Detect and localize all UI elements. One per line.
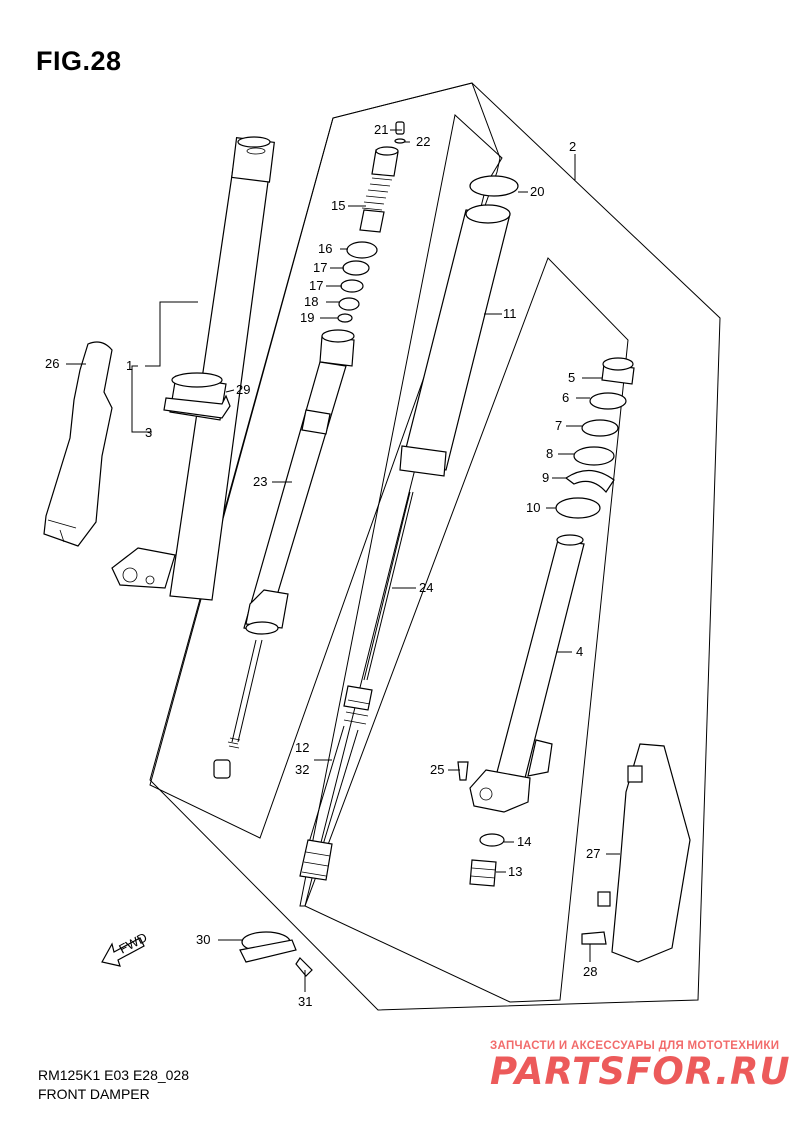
callout-24: 24: [419, 580, 433, 595]
group-frames: [149, 82, 721, 1011]
callout-1: 1: [126, 358, 133, 373]
figure-title: FIG.28: [36, 46, 122, 76]
figure-name: FRONT DAMPER: [38, 1086, 150, 1102]
fork-guard-part-26: [43, 341, 113, 547]
callout-27: 27: [586, 846, 600, 861]
callout-32: 32: [295, 762, 309, 777]
inner-spring-frame: [299, 114, 503, 907]
callout-16: 16: [318, 241, 332, 256]
outer-tube-part-1: [111, 136, 275, 601]
callout-23: 23: [253, 474, 267, 489]
callout-15: 15: [331, 198, 345, 213]
callout-14: 14: [517, 834, 531, 849]
callout-7: 7: [555, 418, 562, 433]
outer-tube-part-4: [457, 534, 585, 813]
callout-28: 28: [583, 964, 597, 979]
callout-17b: 17: [309, 278, 323, 293]
callout-6: 6: [562, 390, 569, 405]
watermark-brand[interactable]: PARTSFOR.RU: [490, 1050, 791, 1093]
callout-8: 8: [546, 446, 553, 461]
seal-rings-parts-16-19: [337, 175, 519, 323]
callout-5: 5: [568, 370, 575, 385]
callout-21: 21: [374, 122, 388, 137]
callout-4: 4: [576, 644, 583, 659]
callout-22: 22: [416, 134, 430, 149]
callout-30: 30: [196, 932, 210, 947]
callout-12: 12: [295, 740, 309, 755]
callout-31: 31: [298, 994, 312, 1009]
callout-labels: 1 2 3 4 5 6 7 8 9 10 11 12 32 13 14 15 1…: [45, 122, 600, 1009]
seals-bushings-parts-5-10: [555, 357, 635, 519]
inner-tube-part-11: [399, 204, 511, 477]
callout-19: 19: [300, 310, 314, 325]
callout-9: 9: [542, 470, 549, 485]
leader-lines: [66, 129, 620, 992]
callout-25: 25: [430, 762, 444, 777]
base-valve-part-13: [469, 833, 505, 887]
rod-part-24: [363, 491, 414, 681]
clamp-part-30: [239, 931, 313, 977]
spring-part-12: [299, 685, 373, 881]
callout-13: 13: [508, 864, 522, 879]
inner-lower-frame: [304, 257, 629, 1003]
callout-11: 11: [503, 306, 517, 321]
model-code: RM125K1 E03 E28_028: [38, 1067, 189, 1083]
callout-2: 2: [569, 139, 576, 154]
cartridge-part-23: [213, 329, 355, 779]
callout-17a: 17: [313, 260, 327, 275]
fork-guard-part-27: [581, 743, 691, 963]
callout-20: 20: [530, 184, 544, 199]
callout-10: 10: [526, 500, 540, 515]
callout-26: 26: [45, 356, 59, 371]
callout-3: 3: [145, 425, 152, 440]
clamp-part-29: [163, 394, 231, 419]
callout-18: 18: [304, 294, 318, 309]
cap-assembly-part-15: [359, 121, 406, 233]
fwd-direction-arrow: FWD: [101, 930, 150, 967]
callout-29: 29: [236, 382, 250, 397]
watermark-tagline: ЗАПЧАСТИ И АКСЕССУАРЫ ДЛЯ МОТОТЕХНИКИ: [490, 1040, 780, 1052]
inner-cartridge-frame: [149, 82, 501, 839]
